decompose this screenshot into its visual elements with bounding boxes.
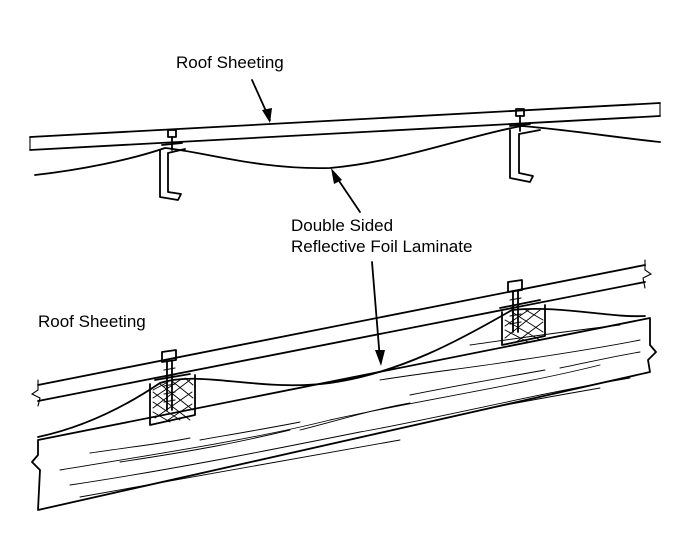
bottom-right-screw: [499, 279, 541, 333]
top-roof-sheeting: [29, 102, 661, 151]
right-batten-block: [501, 304, 546, 346]
roof-sheeting-label-top: Roof Sheeting: [176, 53, 284, 72]
foil-label-line1: Double Sided: [291, 216, 393, 235]
top-right-purlin: [509, 129, 541, 183]
top-roof-detail: [29, 79, 661, 213]
bottom-roof-detail: [30, 259, 657, 511]
top-foil-arrow: [331, 168, 361, 213]
bottom-roof-sheeting: [37, 264, 646, 402]
foil-label-line2: Reflective Foil Laminate: [291, 237, 472, 256]
top-left-screw: [161, 129, 183, 151]
top-left-purlin: [159, 148, 186, 201]
bottom-foil-arrow: [371, 261, 385, 366]
timber-rafter: [31, 317, 657, 511]
sheeting-break-right: [642, 259, 653, 289]
top-foil-laminate: [34, 125, 661, 176]
sheeting-break-left: [30, 379, 41, 407]
top-sheeting-arrow: [251, 79, 272, 123]
bottom-left-screw: [154, 349, 191, 411]
top-sheeting-ends: [29, 102, 661, 151]
top-right-screw: [509, 108, 531, 132]
bottom-foil-laminate: [37, 307, 646, 438]
roof-sheeting-label-bottom: Roof Sheeting: [38, 312, 146, 331]
wood-grain: [59, 324, 641, 498]
